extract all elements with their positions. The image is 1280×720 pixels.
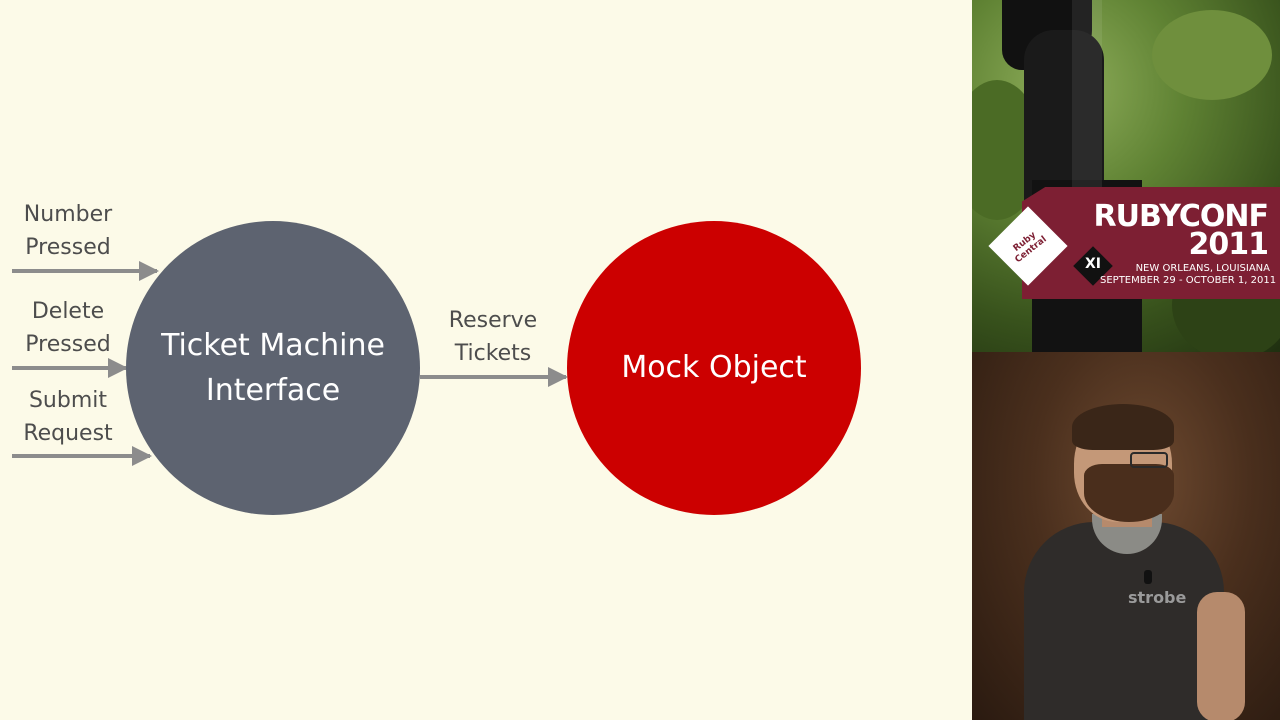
speaker-beard bbox=[1084, 464, 1174, 522]
mock-object-circle: Mock Object bbox=[567, 221, 861, 515]
conference-location: NEW ORLEANS, LOUISIANA bbox=[1135, 263, 1270, 274]
interface-label: Ticket Machine Interface bbox=[161, 328, 385, 408]
conference-photo bbox=[972, 0, 1280, 352]
shirt-logo: strobe bbox=[1128, 588, 1187, 607]
speaker-hair bbox=[1072, 404, 1174, 450]
input-label-number-pressed: Number Pressed bbox=[8, 198, 128, 264]
label-line: Delete bbox=[31, 299, 105, 324]
speaker-video bbox=[972, 352, 1280, 720]
mock-object-label: Mock Object bbox=[621, 350, 807, 385]
input-label-submit-request: Submit Request bbox=[8, 384, 128, 450]
label-line: Tickets bbox=[454, 341, 532, 366]
label-line: Reserve bbox=[448, 308, 538, 333]
speaker-arm bbox=[1197, 592, 1245, 720]
label-line: Pressed bbox=[25, 332, 111, 357]
ticket-machine-interface-circle: Ticket Machine Interface bbox=[126, 221, 420, 515]
speaker-torso bbox=[1024, 522, 1224, 720]
conference-dates: SEPTEMBER 29 - OCTOBER 1, 2011 bbox=[1100, 275, 1277, 286]
slide: Number Pressed Delete Pressed Submit Req… bbox=[0, 0, 972, 720]
label-line: Pressed bbox=[25, 235, 111, 260]
message-label-reserve-tickets: Reserve Tickets bbox=[433, 304, 553, 370]
label-line: Request bbox=[23, 421, 113, 446]
label-line: Submit bbox=[28, 388, 108, 413]
post-highlight bbox=[1072, 0, 1102, 200]
conference-year: 2011 bbox=[1188, 227, 1270, 262]
glasses-icon bbox=[1130, 452, 1168, 468]
foliage bbox=[1152, 10, 1272, 100]
edition-number: XI bbox=[1084, 256, 1101, 272]
label-line: Number bbox=[23, 202, 113, 227]
input-label-delete-pressed: Delete Pressed bbox=[8, 295, 128, 361]
conference-name: RUBYCONF bbox=[1093, 199, 1269, 234]
flow-arrows bbox=[12, 261, 568, 466]
microphone-icon bbox=[1144, 570, 1152, 584]
